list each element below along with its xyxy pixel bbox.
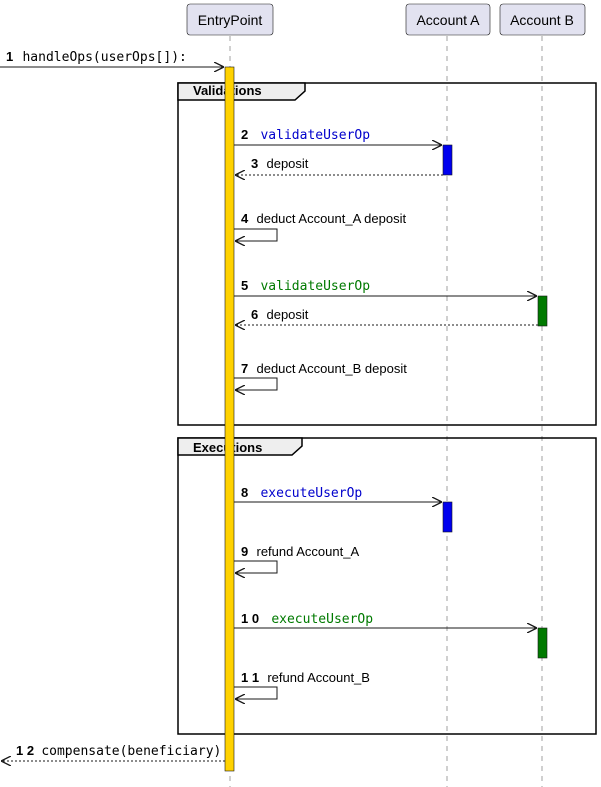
activation-entrypoint bbox=[224, 66, 235, 772]
message-number: 6 bbox=[251, 307, 258, 322]
message-text: refund Account_A bbox=[256, 544, 359, 559]
message-4: 4 deduct Account_A deposit bbox=[234, 211, 406, 241]
participant-label: Account A bbox=[416, 12, 480, 28]
message-text: deposit bbox=[266, 307, 308, 322]
message-text: validateUserOp bbox=[260, 128, 370, 143]
message-8: 8 executeUserOp bbox=[234, 485, 441, 502]
participant-label: EntryPoint bbox=[198, 12, 263, 28]
activation-account-b-validate bbox=[537, 295, 548, 327]
participant-entrypoint: EntryPoint bbox=[186, 3, 274, 36]
participant-label: Account B bbox=[510, 12, 574, 28]
message-11: 1 1 refund Account_B bbox=[234, 670, 370, 699]
message-text: executeUserOp bbox=[271, 612, 373, 627]
participant-account-b: Account B bbox=[499, 3, 586, 36]
message-text: refund Account_B bbox=[267, 670, 370, 685]
message-text: deposit bbox=[266, 156, 308, 171]
group-executions: Executions bbox=[177, 437, 597, 735]
svg-text:3 deposit: 3 deposit bbox=[251, 156, 309, 171]
message-number: 1 2 bbox=[16, 743, 34, 758]
message-number: 4 bbox=[241, 211, 249, 226]
message-number: 5 bbox=[241, 278, 248, 293]
svg-text:8 executeUserOp: 8 executeUserOp bbox=[241, 485, 362, 501]
message-6: 6 deposit bbox=[236, 307, 538, 325]
activation-account-a-execute bbox=[442, 501, 453, 533]
message-text: deduct Account_A deposit bbox=[256, 211, 406, 226]
message-number: 1 1 bbox=[241, 670, 259, 685]
message-text: executeUserOp bbox=[260, 486, 362, 501]
svg-text:4 deduct Account_A depos: 4 deduct Account_A deposit bbox=[241, 211, 406, 226]
message-number: 1 0 bbox=[241, 611, 259, 626]
message-2: 2 validateUserOp bbox=[234, 127, 441, 145]
svg-text:1 1 refund Account_B: 1 1 refund Account_B bbox=[241, 670, 370, 685]
message-3: 3 deposit bbox=[236, 156, 443, 175]
message-12: 1 2 compensate(beneficiary) bbox=[2, 743, 225, 761]
svg-text:1 handleOps(userOps[]):: 1 handleOps(userOps[]): bbox=[6, 49, 187, 65]
svg-text:1 2 compensate(beneficia: 1 2 compensate(beneficiary) bbox=[16, 743, 221, 759]
message-text: validateUserOp bbox=[260, 279, 370, 294]
message-9: 9 refund Account_A bbox=[234, 544, 359, 573]
svg-text:9 refund Account_A: 9 refund Account_A bbox=[241, 544, 359, 559]
svg-text:1 0 executeUserOp: 1 0 executeUserOp bbox=[241, 611, 373, 627]
message-1: 1 handleOps(userOps[]): bbox=[0, 49, 223, 67]
message-number: 3 bbox=[251, 156, 258, 171]
svg-text:7 deduct Account_B depos: 7 deduct Account_B deposit bbox=[241, 361, 407, 376]
message-7: 7 deduct Account_B deposit bbox=[234, 361, 407, 390]
message-text: deduct Account_B deposit bbox=[256, 361, 407, 376]
message-number: 7 bbox=[241, 361, 248, 376]
message-number: 9 bbox=[241, 544, 248, 559]
svg-text:2 validateUserOp: 2 validateUserOp bbox=[241, 127, 370, 143]
message-10: 1 0 executeUserOp bbox=[234, 611, 536, 628]
message-number: 2 bbox=[241, 127, 248, 142]
message-text: compensate(beneficiary) bbox=[41, 744, 221, 759]
activation-account-a-validate bbox=[442, 144, 453, 176]
message-text: handleOps(userOps[]): bbox=[22, 50, 186, 65]
participant-account-a: Account A bbox=[405, 3, 491, 36]
message-number: 1 bbox=[6, 49, 13, 64]
svg-text:6 deposit: 6 deposit bbox=[251, 307, 309, 322]
message-number: 8 bbox=[241, 485, 248, 500]
svg-text:5 validateUserOp: 5 validateUserOp bbox=[241, 278, 370, 294]
activation-account-b-execute bbox=[537, 627, 548, 659]
message-5: 5 validateUserOp bbox=[234, 278, 536, 296]
